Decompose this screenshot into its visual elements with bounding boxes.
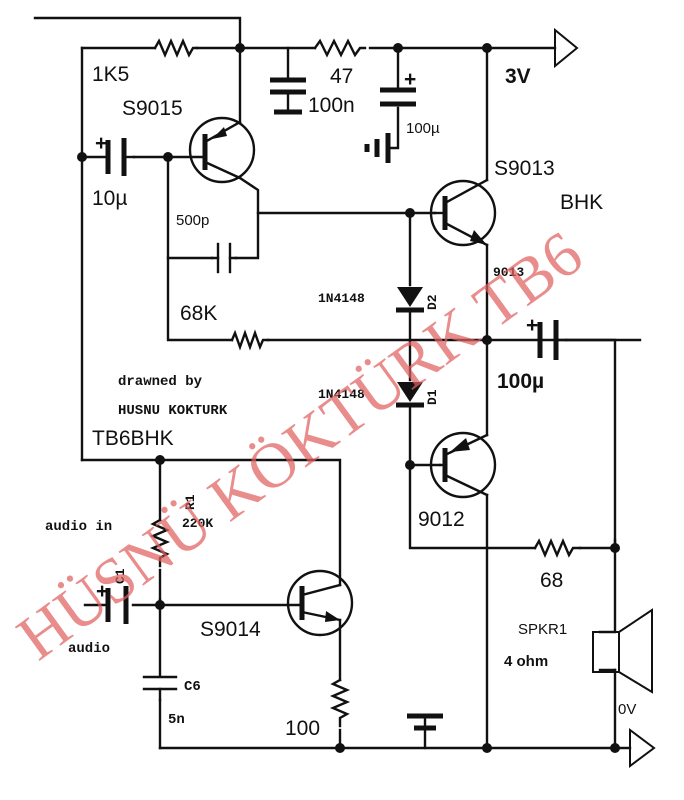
label-d1-ref: D1 — [425, 389, 440, 405]
label-4-ohm: 4 ohm — [504, 653, 548, 670]
terminal-0v-arrow — [629, 728, 656, 768]
label-47: 47 — [330, 65, 353, 88]
label-s9015: S9015 — [122, 97, 183, 120]
label-9012: 9012 — [418, 508, 465, 531]
resistor-100 — [329, 678, 351, 728]
transistor-s9013 — [429, 178, 497, 247]
label-100u-output: 100µ — [497, 370, 544, 393]
resistor-r1-220k — [149, 518, 171, 568]
capacitor-c1: + — [96, 580, 129, 624]
label-audio-in: audio in — [45, 519, 112, 535]
ground-symbol-bottom — [407, 713, 443, 731]
diode-d2 — [396, 287, 424, 313]
capacitor-100u-supply: + — [380, 68, 416, 107]
label-500p: 500p — [176, 212, 209, 229]
label-100u-supply: 100µ — [406, 120, 440, 137]
label-c6-ref: C6 — [184, 679, 201, 695]
capacitor-c6 — [142, 675, 178, 702]
transistor-s9014 — [286, 569, 354, 637]
label-c6-5n: 5n — [168, 712, 185, 728]
label-9013: 9013 — [493, 265, 524, 280]
label-bhk: BHK — [560, 191, 603, 214]
label-10u: 10µ — [92, 187, 127, 210]
label-s9014: S9014 — [200, 618, 261, 641]
ground-symbol-supply — [364, 133, 391, 163]
label-r1-ref: R1 — [183, 494, 198, 510]
terminal-3v-arrow — [554, 27, 579, 69]
label-audio: audio — [68, 641, 110, 657]
resistor-47 — [313, 38, 367, 58]
label-68k: 68K — [180, 302, 217, 325]
diode-d1 — [396, 382, 424, 408]
transistor-s9015 — [188, 116, 256, 184]
svg-text:+: + — [526, 314, 538, 337]
svg-text:+: + — [95, 132, 107, 155]
svg-text:+: + — [96, 580, 108, 603]
label-3v: 3V — [505, 65, 531, 88]
resistor-68 — [533, 537, 582, 559]
label-drawn-by: drawned by — [118, 374, 203, 390]
label-1k5: 1K5 — [92, 63, 129, 86]
label-s9013: S9013 — [494, 157, 555, 180]
capacitor-100n — [270, 77, 306, 115]
label-spkr1: SPKR1 — [518, 621, 567, 638]
capacitor-500p — [210, 242, 238, 274]
label-r1-220k: 220K — [182, 516, 213, 531]
label-100n: 100n — [308, 94, 355, 117]
label-d1-part: 1N4148 — [318, 387, 365, 402]
label-0v: 0V — [618, 701, 636, 718]
label-author: HUSNU KOKTURK — [118, 403, 228, 419]
capacitor-100u-output: + — [526, 314, 568, 360]
label-c1-ref: C1 — [113, 568, 128, 584]
resistor-68k — [230, 329, 270, 351]
speaker-spkr1 — [592, 608, 653, 694]
svg-text:+: + — [404, 68, 416, 91]
transistor-9012 — [429, 431, 497, 499]
label-tb6bhk: TB6BHK — [92, 427, 174, 450]
label-68: 68 — [540, 569, 563, 592]
label-100: 100 — [285, 717, 320, 740]
label-d2-part: 1N4148 — [318, 291, 365, 306]
resistor-1k5 — [153, 37, 199, 59]
capacitor-10u: + — [95, 132, 136, 176]
label-d2-ref: D2 — [425, 294, 440, 310]
junction-dots — [77, 43, 620, 753]
